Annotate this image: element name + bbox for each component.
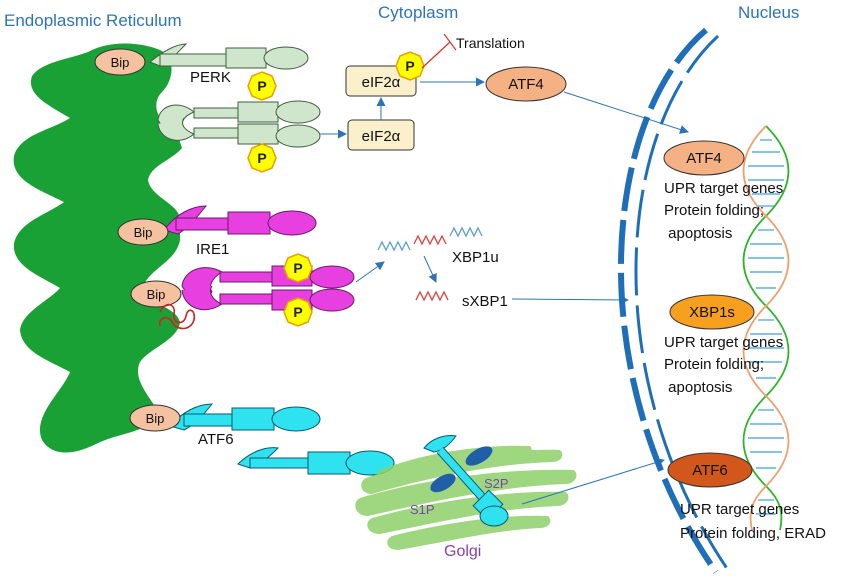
xbp1u-mrna-tail xyxy=(449,226,483,238)
bip-atf6: Bip xyxy=(129,404,181,432)
eif2a-lower-label: eIF2α xyxy=(362,128,401,145)
xbp1s-gene-line-3: apoptosis xyxy=(664,379,732,396)
arrow-sxbp1-to-nucleus xyxy=(511,295,629,305)
bip-perk: Bip xyxy=(94,48,146,76)
atf4-gene-line-2: Protein folding; xyxy=(664,202,764,219)
atf4-cyto-pill: ATF4 xyxy=(485,66,567,102)
atf4-cyto-label: ATF4 xyxy=(508,76,544,93)
dna-helix xyxy=(742,125,790,531)
xbp1s-gene-line-2: Protein folding; xyxy=(664,356,764,373)
s2p-protease xyxy=(465,446,493,466)
eif2a-phospho: P xyxy=(395,51,425,81)
atf6-golgi-processing xyxy=(423,435,509,527)
atf6-label: ATF6 xyxy=(198,431,234,448)
perk-p2-label: P xyxy=(257,150,266,166)
bip-ire1-label: Bip xyxy=(134,225,153,240)
bip-ire1-dimer: Bip xyxy=(130,280,182,308)
unfolded-protein xyxy=(158,303,196,330)
s1p-label: S1P xyxy=(410,502,435,517)
sxbp1-mrna xyxy=(415,290,449,302)
er-title: Endoplasmic Reticulum xyxy=(4,11,182,30)
ire1-phospho-top: P xyxy=(283,253,313,283)
atf6-gene-line-2: Protein folding, ERAD xyxy=(680,525,826,542)
perk-p1-label: P xyxy=(257,78,266,94)
atf6-er xyxy=(169,403,321,432)
atf4-gene-line-3: apoptosis xyxy=(664,225,732,242)
atf6-transit xyxy=(237,447,395,476)
bip-ire1-dimer-label: Bip xyxy=(147,287,166,302)
translation-inhibit-line xyxy=(421,41,451,69)
nuclear-envelope-inner xyxy=(634,34,730,571)
atf6-gene-line-1: UPR target genes xyxy=(680,501,799,518)
er-membrane xyxy=(13,43,183,453)
eif2a-box-lower: eIF2α xyxy=(347,119,415,151)
nuclear-envelope-outer xyxy=(618,27,719,574)
arrow-atf4-to-nucleus xyxy=(563,91,689,134)
golgi-label: Golgi xyxy=(444,543,481,560)
xbp1s-nuclear-label: XBP1s xyxy=(689,304,735,321)
bip-atf6-label: Bip xyxy=(146,411,165,426)
cytoplasm-title: Cytoplasm xyxy=(378,3,458,22)
bip-perk-label: Bip xyxy=(111,55,130,70)
ire1-label: IRE1 xyxy=(196,241,229,258)
arrow-ire1-to-xbp1 xyxy=(355,261,385,283)
ire1-p2-label: P xyxy=(293,304,302,320)
eif2a-upper-label: eIF2α xyxy=(362,74,401,91)
sxbp1-label: sXBP1 xyxy=(462,293,508,310)
s1p-protease xyxy=(430,473,456,493)
s2p-label: S2P xyxy=(484,476,509,491)
arrow-atf6-to-nucleus xyxy=(521,458,665,505)
translation-label: Translation xyxy=(456,35,525,51)
perk-label: PERK xyxy=(190,69,231,86)
ire1-dimer xyxy=(181,265,355,312)
atf6-nuclear-pill: ATF6 xyxy=(667,452,753,488)
ire1-p1-label: P xyxy=(293,260,302,276)
atf4-nuclear-pill: ATF4 xyxy=(663,140,745,176)
xbp1u-mrna xyxy=(377,240,411,252)
ire1-phospho-bottom: P xyxy=(283,297,313,327)
xbp1u-label: XBP1u xyxy=(452,249,499,266)
translation-inhibit-bar xyxy=(443,33,457,51)
nucleus-title: Nucleus xyxy=(738,3,799,22)
atf6-nuclear-label: ATF6 xyxy=(692,462,728,479)
xbp1s-gene-line-1: UPR target genes xyxy=(664,334,783,351)
arrow-xbp1-splicing xyxy=(423,255,437,283)
atf4-gene-line-1: UPR target genes xyxy=(664,180,783,197)
eif2a-p-label: P xyxy=(405,58,414,74)
perk-phospho-top: P xyxy=(247,71,277,101)
ire1-inactive xyxy=(163,205,317,236)
atf4-nuclear-label: ATF4 xyxy=(686,150,722,167)
xbp1u-mrna-intron xyxy=(413,234,447,246)
perk-phospho-bottom: P xyxy=(247,143,277,173)
xbp1s-nuclear-pill: XBP1s xyxy=(669,294,755,330)
perk-inactive xyxy=(149,43,309,70)
bip-ire1: Bip xyxy=(117,218,169,246)
perk-dimer xyxy=(157,100,321,148)
